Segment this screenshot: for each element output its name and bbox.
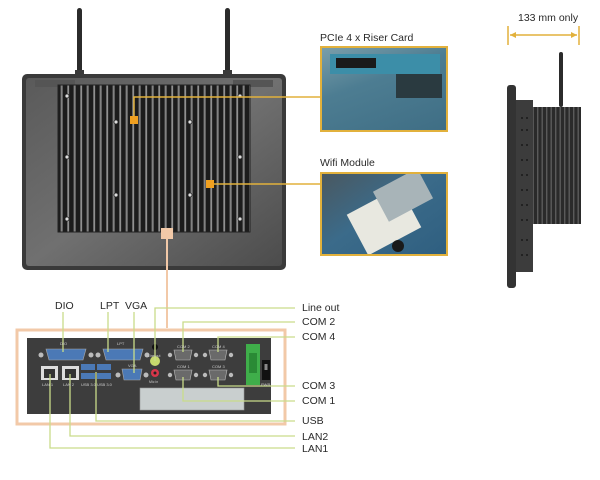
silk-com4: COM 4 <box>212 344 225 349</box>
silk-vga: VGA <box>128 363 137 368</box>
depth-dimension <box>507 26 580 45</box>
side-view <box>507 52 581 288</box>
power-terminal <box>246 344 260 385</box>
silk-com1: COM 1 <box>177 364 190 369</box>
wifi-module-leader <box>206 180 320 188</box>
buzzer <box>392 240 404 252</box>
com3-label: COM 3 <box>302 380 336 392</box>
io-panel <box>27 338 271 414</box>
lan2-port <box>62 366 79 380</box>
depth-label: 133 mm only <box>518 12 579 24</box>
vga-port <box>115 368 149 381</box>
silk-lan2: LAN 2 <box>63 382 75 387</box>
com2-label: COM 2 <box>302 316 336 328</box>
silk-usb1: USB 3.0 <box>81 382 96 387</box>
mounting-screws <box>64 93 243 222</box>
vga-label: VGA <box>125 300 148 312</box>
usb-label: USB <box>302 415 324 427</box>
silk-usb2: USB 3.0 <box>97 382 112 387</box>
silk-pwr: PWR <box>261 382 271 387</box>
riser-card-leader <box>130 96 320 124</box>
silk-lpt: LPT <box>117 341 125 346</box>
power-switch <box>262 360 270 380</box>
silk-mic-in: Mic in <box>149 380 159 384</box>
com1-port <box>167 369 199 381</box>
pcie-slot <box>336 58 376 68</box>
io-leader-lines <box>49 307 295 449</box>
riser-connector <box>396 74 442 98</box>
com2-port <box>167 349 199 361</box>
line-out-label: Line out <box>302 302 340 314</box>
antenna-right <box>223 8 232 82</box>
riser-card-photo <box>320 46 448 132</box>
silk-lan1: LAN 1 <box>42 382 54 387</box>
io-panel-frame <box>15 328 287 426</box>
silk-com2: COM 2 <box>177 344 190 349</box>
lpt-label: LPT <box>100 300 120 312</box>
riser-card-label: PCIe 4 x Riser Card <box>320 32 414 44</box>
wifi-module-photo <box>320 172 448 256</box>
usb-ports <box>81 364 111 379</box>
lan2-label: LAN2 <box>302 431 329 443</box>
antenna-left <box>75 8 84 82</box>
lpt-port <box>95 348 150 361</box>
lan1-label: LAN1 <box>302 443 329 455</box>
silk-com3: COM 3 <box>212 364 225 369</box>
com4-port <box>202 349 234 361</box>
io-panel-leader <box>161 228 173 328</box>
lan1-port <box>41 366 58 380</box>
com3-port <box>202 369 234 381</box>
silk-dio: DIO <box>60 341 68 346</box>
com1-label: COM 1 <box>302 395 336 407</box>
silk-line-out: Line out <box>148 354 161 358</box>
dio-port <box>38 348 94 361</box>
com4-label: COM 4 <box>302 331 336 343</box>
wifi-module-label: Wifi Module <box>320 157 375 169</box>
expansion-slot-cover <box>139 387 245 411</box>
dio-label: DIO <box>55 300 74 312</box>
rear-chassis <box>22 74 286 270</box>
